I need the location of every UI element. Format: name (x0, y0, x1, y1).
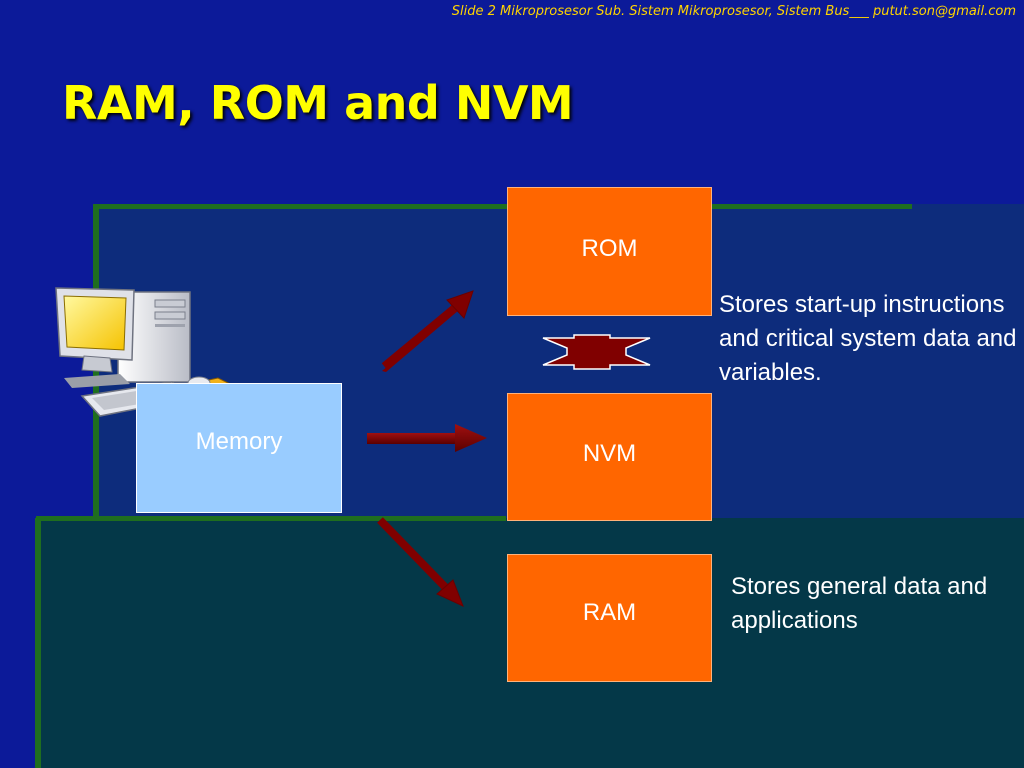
nvm-box: NVM (507, 393, 712, 521)
lower-panel-left-border (35, 518, 41, 768)
arrow-to-ram (377, 517, 464, 607)
slide-title: RAM, ROM and NVM (62, 76, 574, 130)
memory-box: Memory (136, 383, 342, 513)
arrow-to-nvm (367, 424, 487, 452)
ram-box: RAM (507, 554, 712, 682)
slide-header: Slide 2 Mikroprosesor Sub. Sistem Mikrop… (451, 4, 1016, 19)
nvm-label: NVM (582, 440, 637, 467)
rom-description: Stores start-up instructions and critica… (719, 291, 1017, 386)
rom-box: ROM (507, 187, 712, 316)
rom-label: ROM (581, 234, 638, 262)
ram-label: RAM (582, 599, 637, 626)
rom-nvm-double-arrow (542, 334, 651, 370)
upper-panel-top-border (94, 204, 912, 209)
ram-description: Stores general data and applications (731, 573, 988, 634)
memory-label: Memory (195, 428, 283, 455)
lower-panel-top-border (36, 516, 506, 521)
